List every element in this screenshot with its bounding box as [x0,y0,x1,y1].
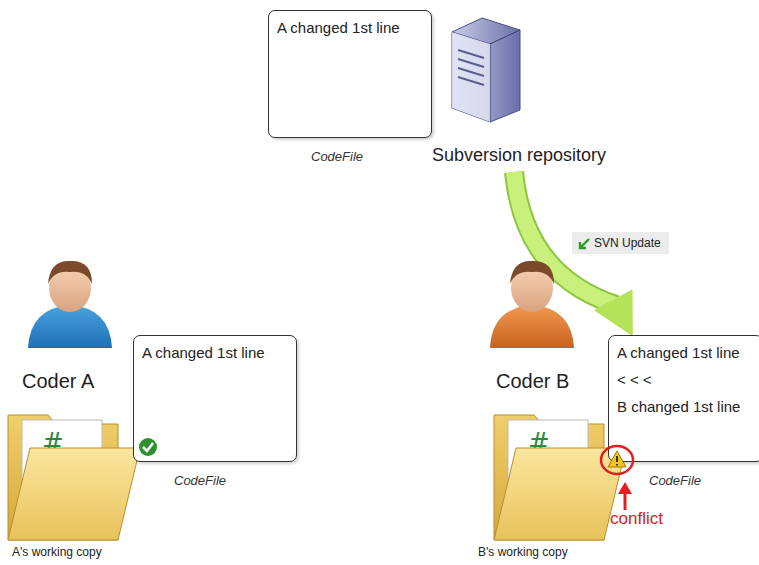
warning-icon [597,443,637,479]
text-label: A's working copy [12,545,102,559]
server-slot [458,77,484,85]
server-icon [438,14,528,124]
warning-triangle [608,451,626,467]
file-line: < < < [617,371,754,389]
warning-mark [616,456,618,466]
server-face [452,32,490,122]
check-mark [143,443,153,451]
arrow-head [594,289,633,336]
check-icon [138,437,158,457]
folder-icon: # [8,415,140,540]
file-caption: CodeFile [649,473,701,488]
server-slot [458,68,484,76]
conflict-circle [601,446,633,474]
text-label: Coder A [22,370,94,393]
text-label: B's working copy [478,545,568,559]
server-slot [458,50,484,58]
file-line: A changed 1st line [277,19,423,37]
update-icon [577,237,591,251]
repository-node: Subversion repository [432,14,654,166]
text-label: conflict [610,509,663,529]
conflict-arrow [618,482,632,510]
check-circle [139,438,157,456]
text-label: Coder B [496,370,569,393]
file-box: A changed 1st line < < < B changed 1st lin… [608,335,759,462]
update-icon-arrow [580,239,589,248]
file-line: B changed 1st line [617,398,754,416]
edge-label: SVN Update [572,232,669,254]
server-slot [458,59,484,67]
server-body [452,18,520,122]
file-box: A changed 1st lineCodeFile [268,10,432,138]
file-caption: CodeFile [174,473,226,488]
server-edge [452,30,520,122]
file-line: A changed 1st line [142,344,288,362]
file-caption: CodeFile [311,149,363,164]
person-icon [490,261,574,348]
file-line: A changed 1st line [617,344,754,362]
repository-label: Subversion repository [432,145,606,166]
person-icon [28,261,112,348]
folder-icon: # [494,415,626,540]
file-box: A changed 1st lineCodeFile [133,335,297,462]
